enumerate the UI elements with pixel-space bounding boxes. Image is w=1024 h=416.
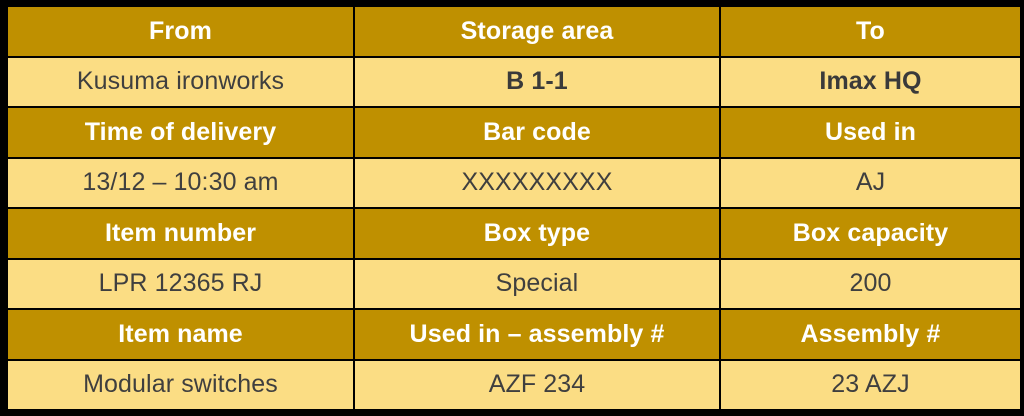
table-row-header-2: Time of delivery Bar code Used in bbox=[6, 106, 1022, 159]
table-row-header-3: Item number Box type Box capacity bbox=[6, 207, 1022, 260]
field-label-item-name: Item name bbox=[6, 308, 355, 361]
field-label-used-in: Used in bbox=[719, 106, 1022, 159]
field-label-from: From bbox=[6, 5, 355, 58]
field-value-box-type: Special bbox=[353, 257, 721, 310]
delivery-label-table: From Storage area To Kusuma ironworks B … bbox=[6, 5, 1022, 411]
table-row-header-4: Item name Used in – assembly # Assembly … bbox=[6, 308, 1022, 361]
field-label-storage-area: Storage area bbox=[353, 5, 721, 58]
field-value-used-in: AJ bbox=[719, 156, 1022, 209]
field-value-item-number: LPR 12365 RJ bbox=[6, 257, 355, 310]
field-value-time-of-delivery: 13/12 – 10:30 am bbox=[6, 156, 355, 209]
field-label-box-type: Box type bbox=[353, 207, 721, 260]
field-value-item-name: Modular switches bbox=[6, 358, 355, 411]
table-row-data-3: LPR 12365 RJ Special 200 bbox=[6, 257, 1022, 310]
field-label-bar-code: Bar code bbox=[353, 106, 721, 159]
field-value-used-in-assembly-num: AZF 234 bbox=[353, 358, 721, 411]
table-row-data-4: Modular switches AZF 234 23 AZJ bbox=[6, 358, 1022, 411]
field-label-box-capacity: Box capacity bbox=[719, 207, 1022, 260]
field-value-from: Kusuma ironworks bbox=[6, 55, 355, 108]
field-label-item-number: Item number bbox=[6, 207, 355, 260]
table-body: From Storage area To Kusuma ironworks B … bbox=[6, 5, 1022, 411]
field-value-assembly-num: 23 AZJ bbox=[719, 358, 1022, 411]
table-row-data-2: 13/12 – 10:30 am XXXXXXXXX AJ bbox=[6, 156, 1022, 209]
table-row-header-1: From Storage area To bbox=[6, 5, 1022, 58]
field-label-to: To bbox=[719, 5, 1022, 58]
field-value-storage-area: B 1-1 bbox=[353, 55, 721, 108]
field-value-box-capacity: 200 bbox=[719, 257, 1022, 310]
field-value-bar-code: XXXXXXXXX bbox=[353, 156, 721, 209]
field-label-assembly-num: Assembly # bbox=[719, 308, 1022, 361]
table-row-data-1: Kusuma ironworks B 1-1 Imax HQ bbox=[6, 55, 1022, 108]
field-label-used-in-assembly-num: Used in – assembly # bbox=[353, 308, 721, 361]
field-label-time-of-delivery: Time of delivery bbox=[6, 106, 355, 159]
field-value-to: Imax HQ bbox=[719, 55, 1022, 108]
